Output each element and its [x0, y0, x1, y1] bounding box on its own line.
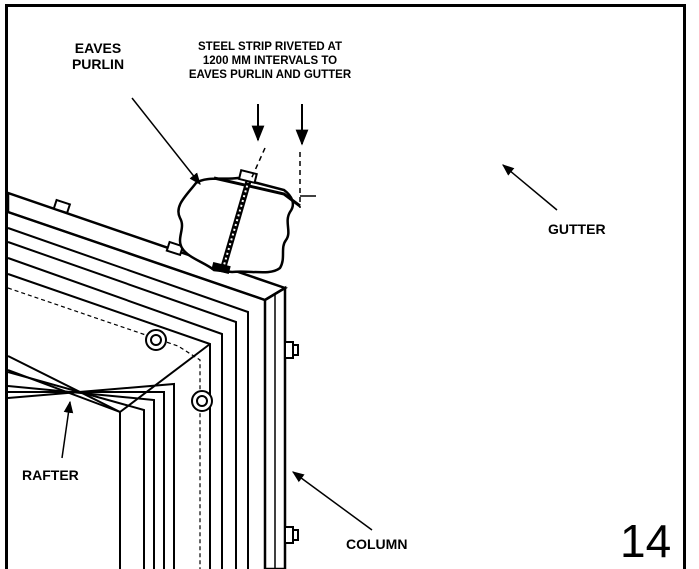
steel-strip-label-line2: 1200 MM INTERVALS TO: [202, 55, 338, 67]
column-arrow: [292, 471, 373, 531]
steel-strip-label-line1: STEEL STRIP RIVETED AT: [198, 41, 342, 53]
leader-arrows: [61, 97, 558, 531]
purlin-bolt: [211, 168, 258, 275]
diagram-frame: [5, 4, 686, 569]
gutter-arrow: [502, 164, 558, 211]
steel-strip-label-line3: EAVES PURLIN AND GUTTER: [188, 69, 352, 81]
top-bolts: [52, 198, 185, 257]
eaves-purlin-label-line2: PURLIN: [71, 56, 125, 72]
hidden-line: [7, 287, 201, 569]
gutter-label: GUTTER: [548, 221, 606, 237]
rafter-inner-edges: [7, 343, 211, 413]
rafter-label: RAFTER: [22, 467, 79, 483]
rafter-side-bands: [7, 211, 266, 569]
rafter-arrow: [61, 400, 74, 459]
column-label: COLUMN: [346, 536, 408, 552]
rafter-bolts: [145, 329, 213, 412]
eaves-purlin-arrow: [131, 97, 201, 185]
rivet-centreline-1: [247, 147, 266, 187]
eaves-purlin-label-line1: EAVES: [74, 40, 122, 56]
steel-strip-label: STEEL STRIP RIVETED AT 1200 MM INTERVALS…: [170, 40, 370, 82]
eaves-purlin-label: EAVES PURLIN: [58, 40, 138, 72]
column-bolts: [284, 341, 299, 544]
steel-strip: [213, 176, 301, 208]
page-number: 14: [620, 515, 672, 567]
